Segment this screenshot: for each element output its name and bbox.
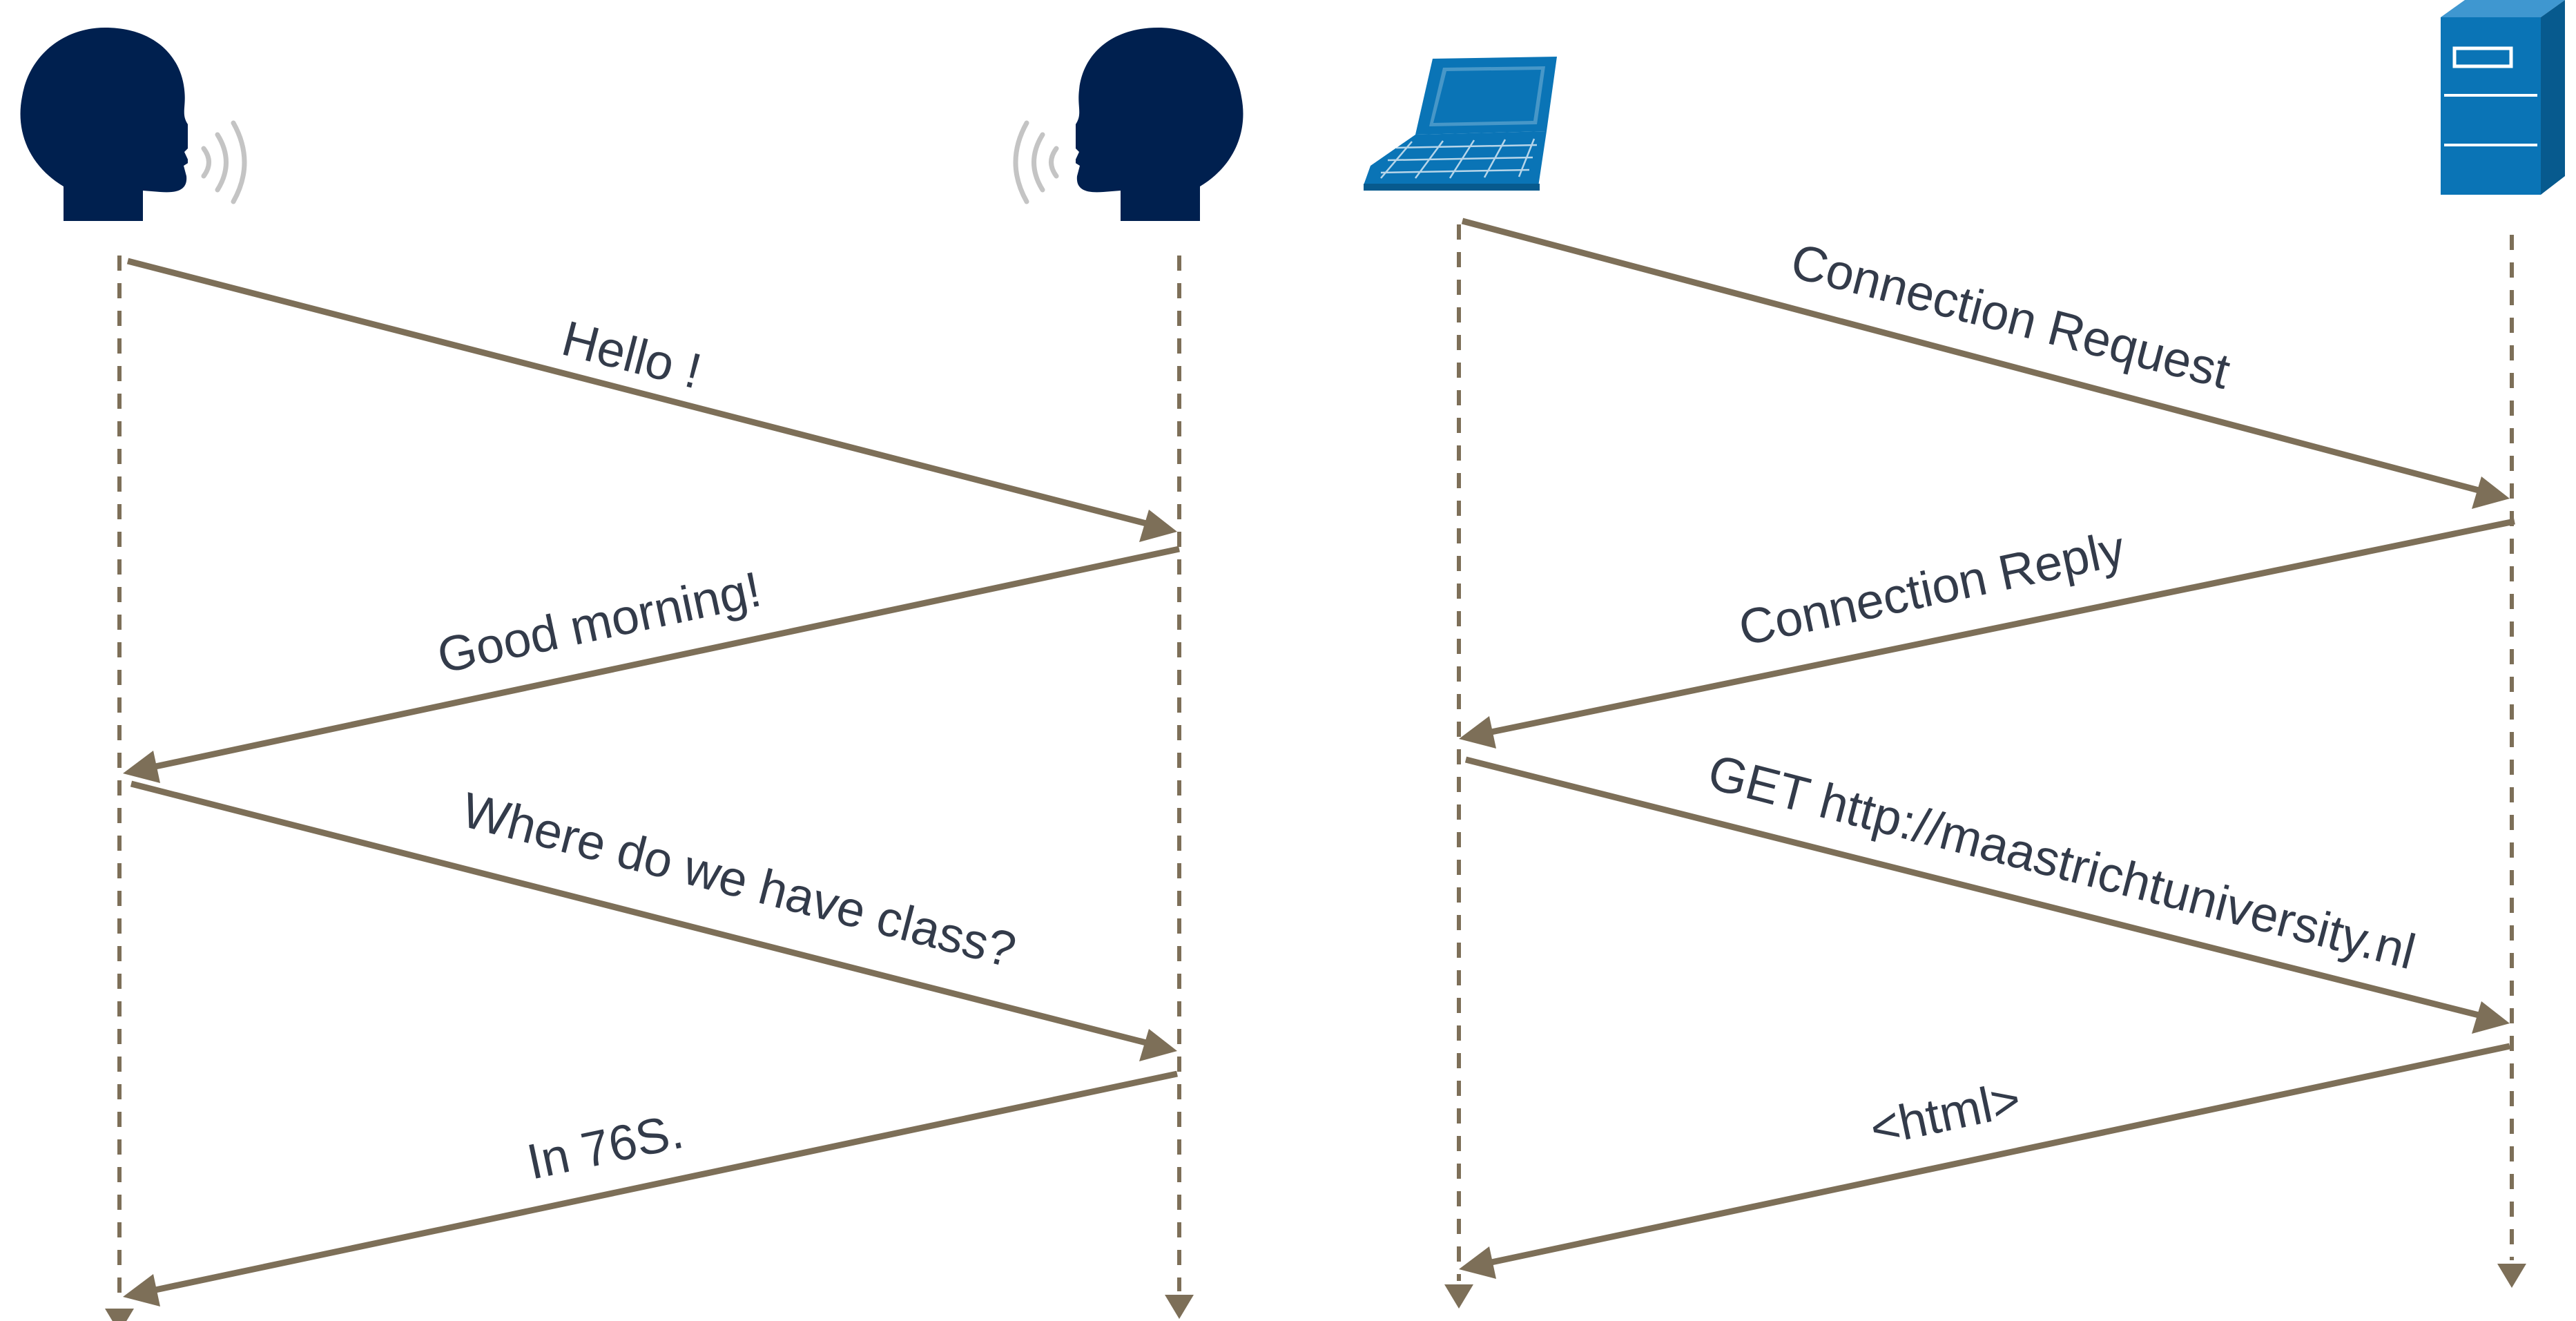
- message-arrow: [1464, 756, 2510, 1034]
- message-label: <html>: [1866, 1072, 2026, 1157]
- right-diagram: Connection Request Connection Reply GET …: [1364, 0, 2565, 1309]
- sound-waves-icon: [201, 120, 247, 204]
- message-label: Where do we have class?: [456, 782, 1021, 978]
- message-arrow: [126, 258, 1177, 542]
- message-arrow: [1459, 518, 2515, 749]
- lifeline-end-arrow: [105, 1309, 134, 1321]
- message-arrow: [1459, 1043, 2510, 1279]
- message-arrow: [123, 546, 1180, 783]
- message-label: Hello !: [556, 311, 707, 400]
- left-diagram: Hello ! Good morning! Where do we have c…: [20, 28, 1243, 1321]
- speaking-head-icon: [20, 28, 188, 221]
- message-label: Connection Request: [1785, 233, 2236, 400]
- message-arrow: [1461, 218, 2510, 509]
- lifeline-end-arrow: [1444, 1284, 1473, 1309]
- message-label: In 76S.: [523, 1103, 688, 1190]
- server-icon: [2441, 0, 2565, 195]
- message-label: Good morning!: [433, 561, 766, 684]
- message-arrow: [130, 780, 1177, 1061]
- lifeline-end-arrow: [1165, 1295, 1194, 1319]
- message-label: Connection Reply: [1734, 521, 2130, 656]
- lifeline-end-arrow: [2497, 1264, 2526, 1288]
- laptop-icon: [1364, 57, 1557, 191]
- sound-waves-icon: [1013, 120, 1059, 204]
- listening-head-icon: [1076, 28, 1243, 221]
- message-label: GET http://maastrichtuniversity.nl: [1703, 744, 2421, 980]
- message-arrow: [123, 1070, 1178, 1306]
